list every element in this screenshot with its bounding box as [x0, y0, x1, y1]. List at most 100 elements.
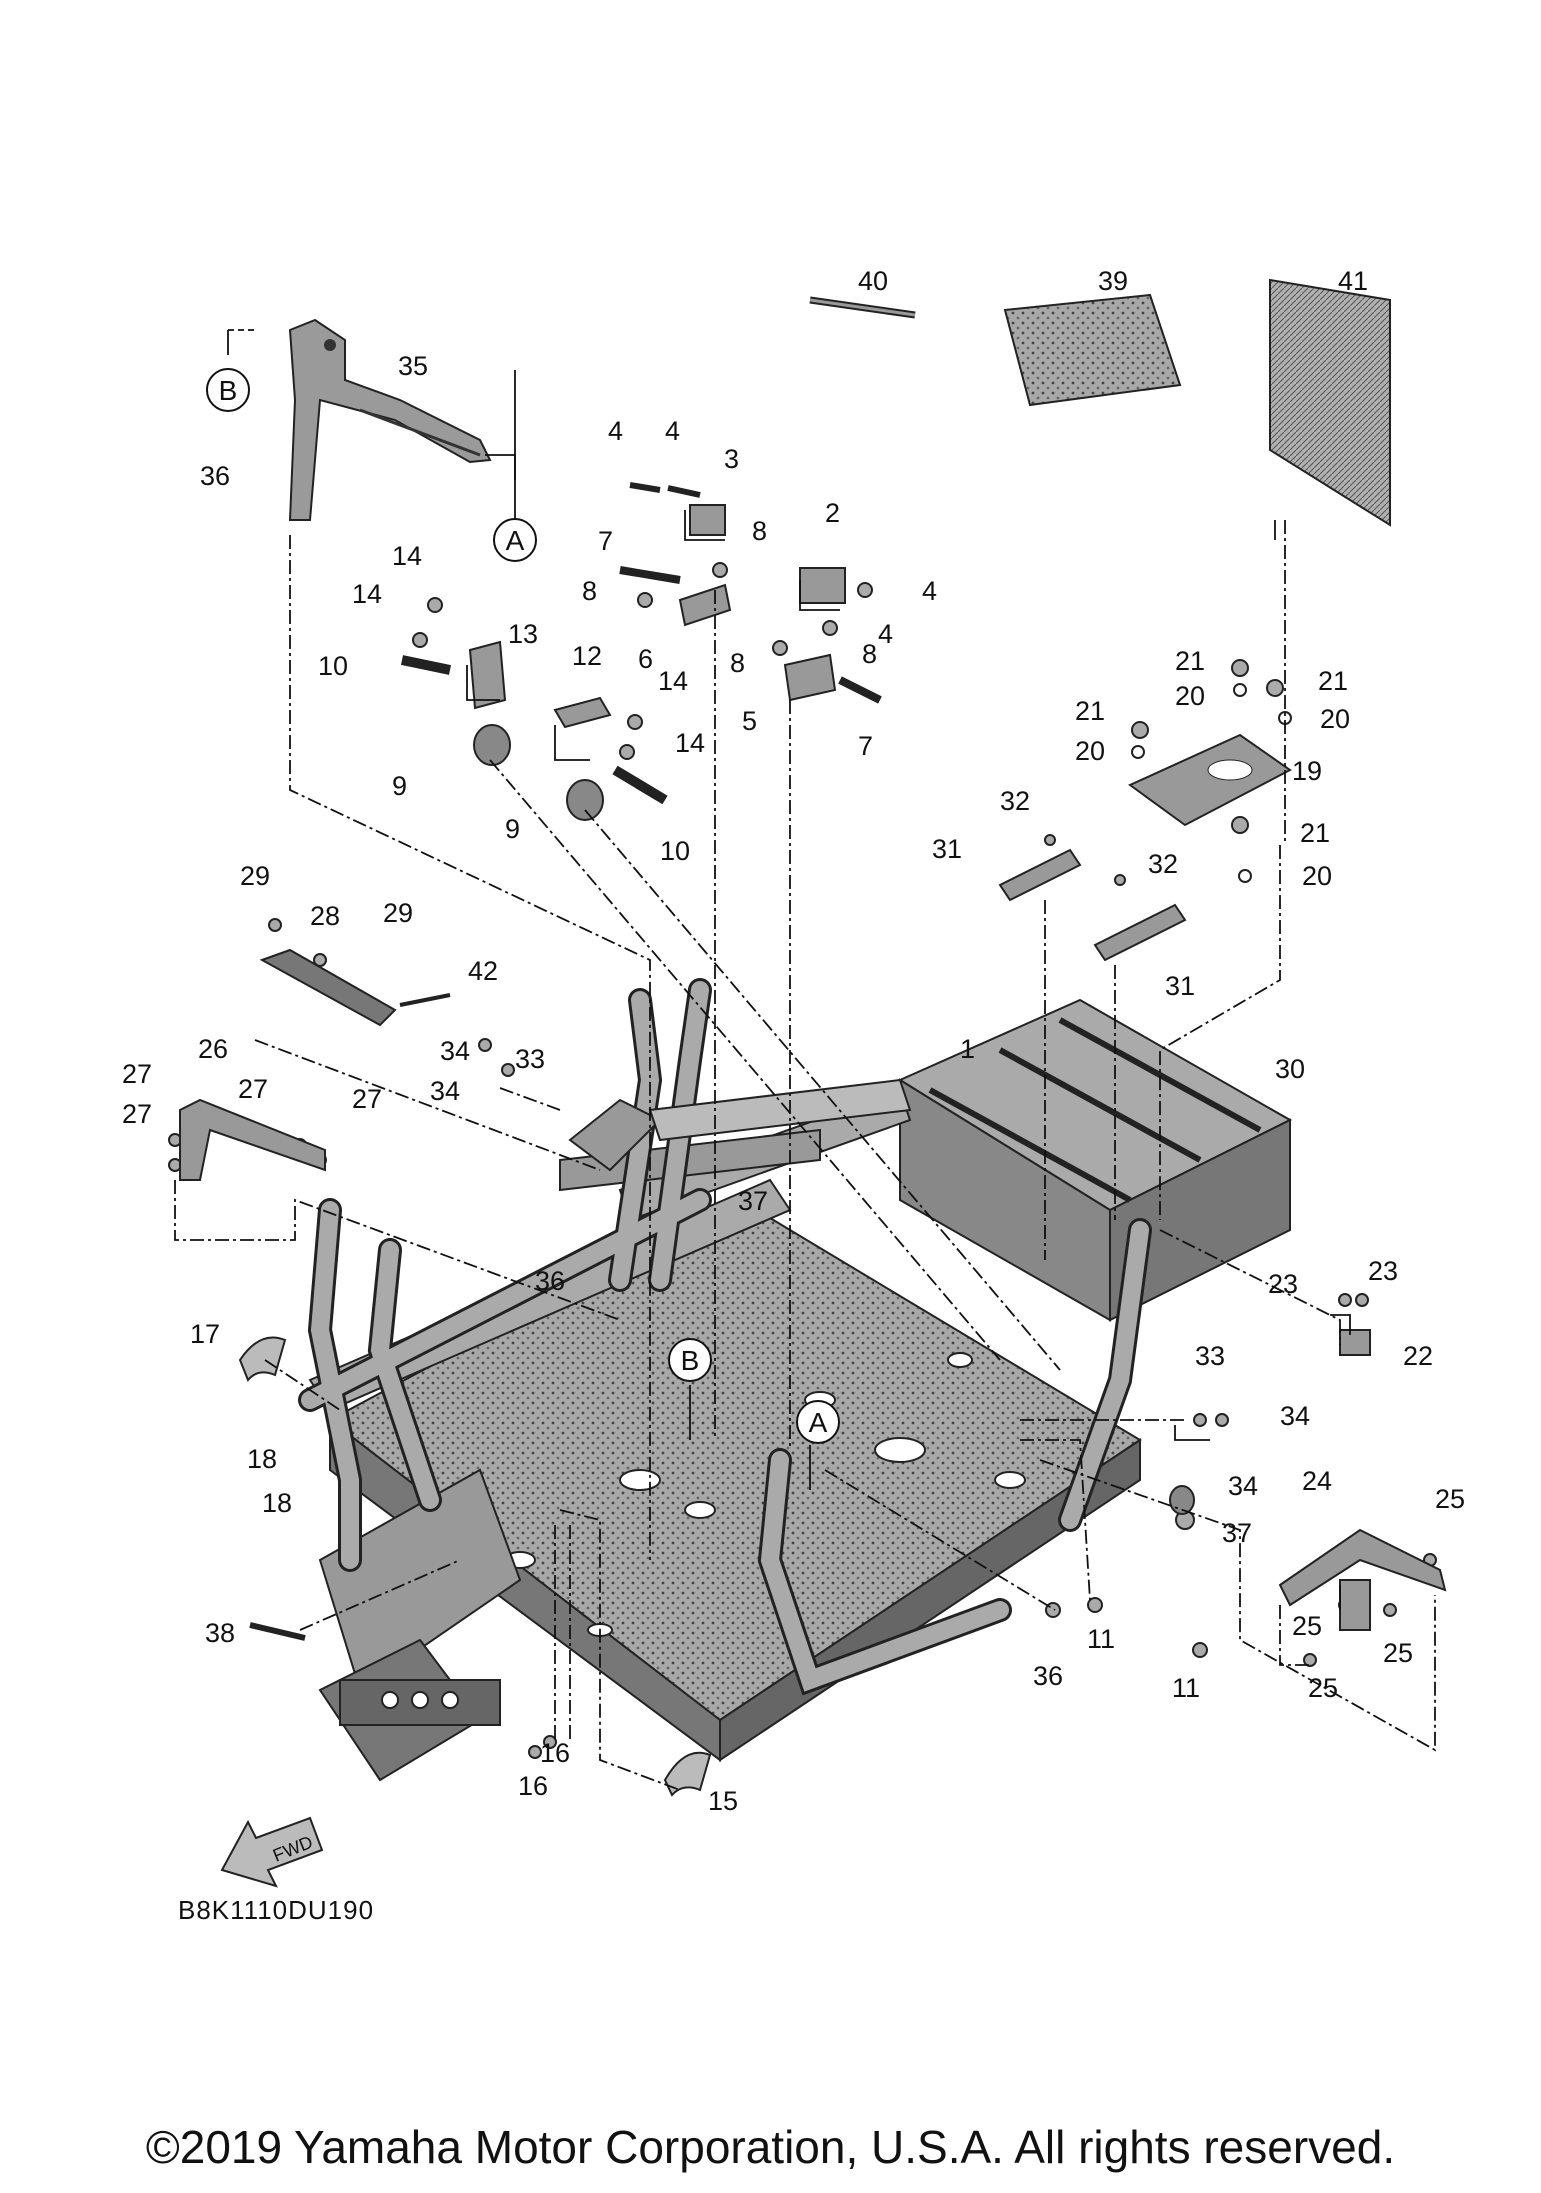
callout-20: 20 — [1320, 704, 1350, 734]
part-42-clip — [399, 993, 451, 1007]
callout-4: 4 — [922, 576, 937, 606]
callout-4: 4 — [608, 416, 623, 446]
part-3-mount — [689, 504, 726, 536]
part-15-cover — [663, 1751, 712, 1797]
callout-23: 23 — [1268, 1269, 1298, 1299]
callout-25: 25 — [1435, 1484, 1465, 1514]
callout-8: 8 — [862, 639, 877, 669]
callout-29: 29 — [383, 898, 413, 928]
part-12-bracket — [553, 696, 612, 729]
part-17-cover — [238, 1336, 287, 1382]
part-31-bracket-a — [998, 848, 1082, 902]
callout-34: 34 — [430, 1076, 460, 1106]
callout-25: 25 — [1308, 1673, 1338, 1703]
part-13-bracket — [468, 640, 507, 710]
callout-36: 36 — [200, 461, 230, 491]
callout-36: 36 — [535, 1266, 565, 1296]
callout-25: 25 — [1383, 1638, 1413, 1668]
callout-40: 40 — [858, 266, 888, 296]
callout-20: 20 — [1175, 681, 1205, 711]
callout-7: 7 — [598, 526, 613, 556]
callout-11: 11 — [1087, 1624, 1115, 1654]
callout-18: 18 — [262, 1488, 292, 1518]
callout-42: 42 — [468, 956, 498, 986]
callout-4: 4 — [878, 619, 893, 649]
copyright-notice: ©2019 Yamaha Motor Corporation, U.S.A. A… — [145, 2121, 1396, 2173]
leader-lines — [174, 329, 1436, 1791]
callout-33: 33 — [515, 1044, 545, 1074]
callout-34: 34 — [1228, 1471, 1258, 1501]
callout-23: 23 — [1368, 1256, 1398, 1286]
marker-letter: A — [506, 525, 525, 556]
part-31-bracket-b — [1093, 903, 1187, 962]
callout-35: 35 — [398, 351, 428, 381]
forward-direction-arrow: FWD — [220, 1816, 324, 1888]
callout-16: 16 — [540, 1738, 570, 1768]
reference-marker-b-frame: B — [668, 1338, 712, 1382]
marker-letter: A — [809, 1407, 828, 1438]
part-35-bracket — [288, 318, 492, 521]
callout-14: 14 — [675, 728, 705, 758]
callout-14: 14 — [352, 579, 382, 609]
part-28-rail — [259, 948, 397, 1027]
callout-4: 4 — [665, 416, 680, 446]
callout-14: 14 — [392, 541, 422, 571]
callout-18: 18 — [247, 1444, 277, 1474]
callout-16: 16 — [518, 1771, 548, 1801]
callout-17: 17 — [190, 1319, 220, 1349]
callout-41: 41 — [1338, 266, 1368, 296]
callout-8: 8 — [730, 648, 745, 678]
part-5-bracket — [783, 653, 837, 702]
callout-26: 26 — [198, 1034, 228, 1064]
callout-37: 37 — [738, 1186, 768, 1216]
callout-2: 2 — [825, 498, 840, 528]
callout-13: 13 — [508, 619, 538, 649]
callout-12: 12 — [572, 641, 602, 671]
callout-29: 29 — [240, 861, 270, 891]
callout-5: 5 — [742, 706, 757, 736]
callout-30: 30 — [1275, 1054, 1305, 1084]
callout-28: 28 — [310, 901, 340, 931]
part-1-rops-tubes-inner — [301, 981, 1149, 1692]
callout-14: 14 — [658, 666, 688, 696]
callout-39: 39 — [1098, 266, 1128, 296]
callout-3: 3 — [724, 444, 739, 474]
callout-9: 9 — [392, 771, 407, 801]
callout-9: 9 — [505, 814, 520, 844]
part-39-pad — [1003, 293, 1182, 407]
callout-34: 34 — [1280, 1401, 1310, 1431]
callout-15: 15 — [708, 1786, 738, 1816]
callout-34: 34 — [440, 1036, 470, 1066]
part-6-bracket — [678, 583, 732, 627]
callout-33: 33 — [1195, 1341, 1225, 1371]
callout-labels: 40 39 41 35 36 4 4 3 8 7 8 6 2 4 4 8 8 5… — [122, 266, 1465, 1816]
callout-24: 24 — [1302, 1466, 1332, 1496]
callout-20: 20 — [1302, 861, 1332, 891]
diagram-code: B8K1110DU190 — [178, 1895, 375, 1925]
callout-7: 7 — [858, 731, 873, 761]
part-38-rod — [249, 1622, 306, 1641]
marker-letter: B — [219, 375, 238, 406]
callout-19: 19 — [1292, 756, 1322, 786]
part-19-plate — [1128, 733, 1292, 827]
callout-25: 25 — [1292, 1611, 1322, 1641]
callout-8: 8 — [752, 516, 767, 546]
callout-27: 27 — [238, 1074, 268, 1104]
callout-32: 32 — [1148, 849, 1178, 879]
reference-marker-b-top: B — [206, 368, 250, 412]
part-2-mount — [799, 567, 846, 604]
callout-21: 21 — [1175, 646, 1205, 676]
callout-11: 11 — [1172, 1673, 1200, 1703]
callout-8: 8 — [582, 576, 597, 606]
callout-31: 31 — [932, 834, 962, 864]
callout-21: 21 — [1318, 666, 1348, 696]
part-26-bracket — [179, 1098, 326, 1181]
reference-marker-a-top: A — [493, 518, 537, 562]
callout-27: 27 — [352, 1084, 382, 1114]
callout-32: 32 — [1000, 786, 1030, 816]
callout-37: 37 — [1222, 1518, 1252, 1548]
callout-10: 10 — [660, 836, 690, 866]
callout-21: 21 — [1300, 818, 1330, 848]
callout-6: 6 — [638, 644, 653, 674]
